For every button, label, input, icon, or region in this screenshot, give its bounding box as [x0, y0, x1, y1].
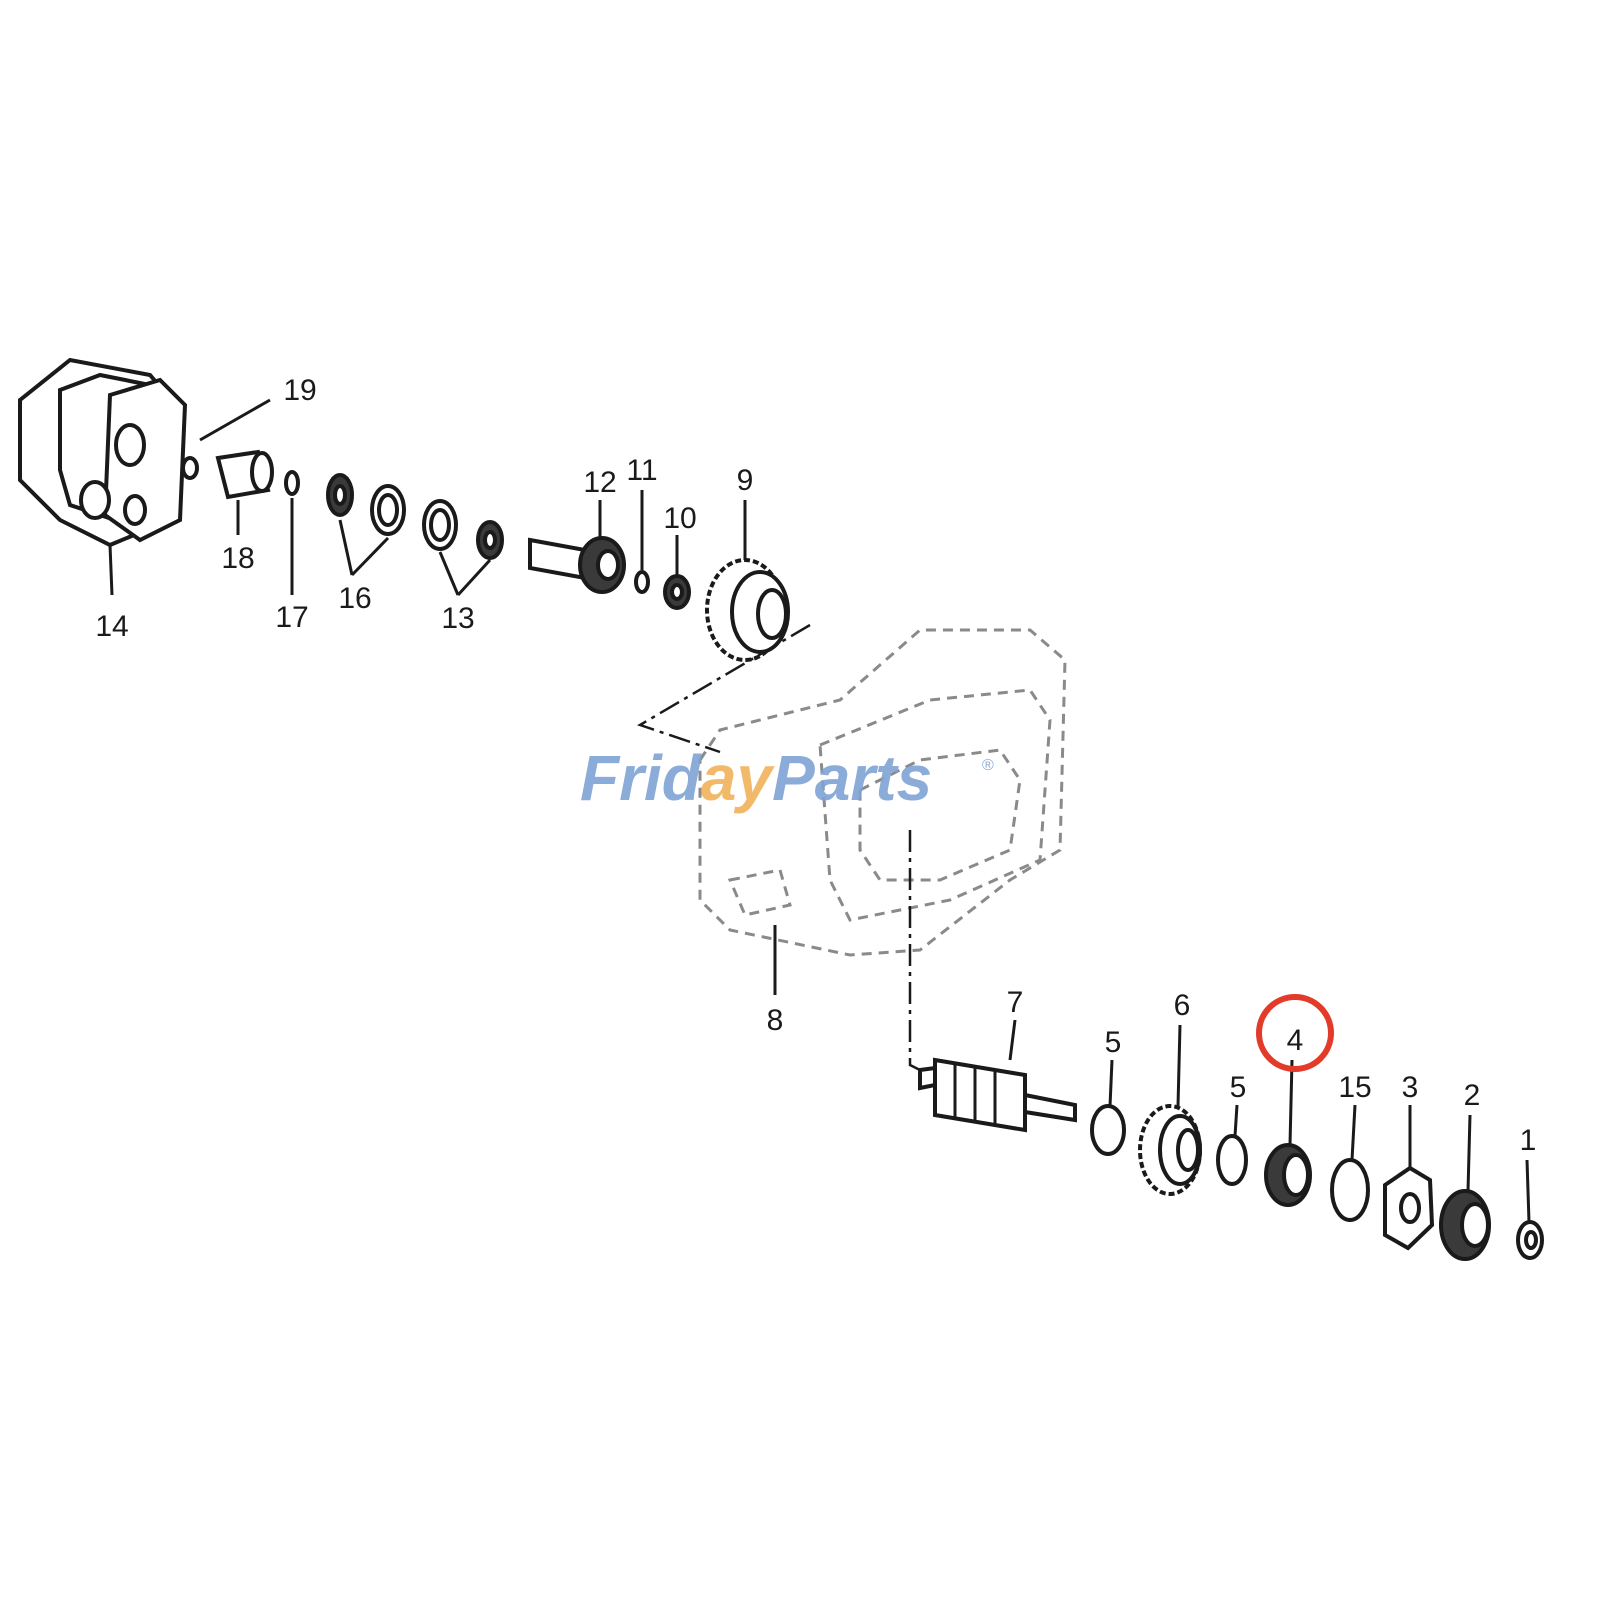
part-5-ring-a	[1090, 1104, 1126, 1156]
callout-15: 15	[1338, 1071, 1371, 1104]
part-14-cover-housing	[18, 357, 188, 548]
callout-17: 17	[275, 601, 308, 634]
part-1-nut	[1516, 1220, 1544, 1260]
watermark-text-2: ay	[701, 742, 776, 814]
part-3-retainer-plate	[1383, 1165, 1435, 1251]
callout-14: 14	[95, 610, 128, 643]
part-4-bearing	[1264, 1143, 1312, 1207]
callout-3: 3	[1402, 1071, 1419, 1104]
part-2-gear	[1439, 1189, 1491, 1261]
callout-4: 4	[1287, 1024, 1304, 1057]
part-12-pinion-shaft	[528, 536, 626, 594]
callout-9: 9	[737, 464, 754, 497]
callout-labels: 1 2 3 4 15 5 6 5 7 8 9 10 11 12 13 14 16…	[95, 374, 1536, 1157]
callout-18: 18	[221, 542, 254, 575]
assembly-phantom-lines	[637, 623, 931, 1077]
highlight-circle	[1256, 994, 1334, 1072]
callout-13: 13	[441, 602, 474, 635]
callout-6: 6	[1174, 989, 1191, 1022]
callout-10: 10	[663, 502, 696, 535]
part-5-ring-b	[1216, 1134, 1248, 1186]
callout-8: 8	[767, 1004, 784, 1037]
part-9-gear	[705, 558, 790, 662]
part-19-o-ring	[181, 456, 199, 480]
callout-5-a: 5	[1105, 1026, 1122, 1059]
callout-11: 11	[626, 454, 657, 487]
watermark-text-3: Parts	[772, 742, 932, 814]
part-16-bearing-pair	[326, 473, 406, 536]
part-13-bearing-pair	[422, 499, 504, 560]
callout-12: 12	[583, 466, 616, 499]
watermark-logo: FridayParts ®	[580, 742, 994, 814]
callout-7: 7	[1007, 986, 1024, 1019]
watermark-text-1: Frid	[580, 742, 703, 814]
leader-lines	[108, 398, 1531, 1223]
part-15-ring	[1330, 1158, 1370, 1222]
callout-5-b: 5	[1230, 1071, 1247, 1104]
callout-1: 1	[1520, 1124, 1537, 1157]
svg-text:FridayParts: FridayParts	[580, 742, 932, 814]
part-11-snap-ring	[634, 570, 650, 594]
part-8-gear-case	[698, 628, 1067, 957]
callout-16: 16	[338, 582, 371, 615]
part-18-sleeve	[215, 449, 274, 500]
callout-2: 2	[1464, 1079, 1481, 1112]
part-6-gear	[1138, 1104, 1202, 1196]
part-17-snap-ring	[284, 470, 300, 496]
callout-19: 19	[283, 374, 316, 407]
watermark-registered: ®	[982, 757, 994, 774]
part-10-bearing	[663, 574, 691, 610]
part-7-splined-shaft	[918, 1057, 1077, 1133]
